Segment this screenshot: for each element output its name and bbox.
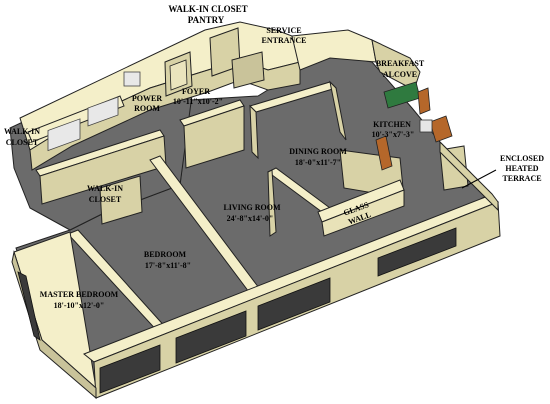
label-walk-in-center: WALK-IN (87, 184, 123, 193)
label-walk-in-closet-pantry: WALK-IN CLOSET PANTRY (168, 4, 247, 25)
label-enclosed: ENCLOSED (500, 154, 544, 163)
label-kitchen-name: KITCHEN (373, 120, 411, 129)
label-pantry: PANTRY (188, 15, 225, 25)
label-power-room: POWER ROOM (132, 94, 162, 113)
label-bedroom-name: BEDROOM (144, 250, 187, 259)
window-2 (175, 310, 247, 364)
left-wall-face (11, 250, 97, 400)
label-dining-name: DINING ROOM (289, 147, 347, 156)
label-foyer-size: 10'-11"x10'-2" (173, 97, 223, 106)
right-wall-face (439, 140, 499, 212)
cabinet-2 (375, 135, 393, 171)
label-foyer: FOYER 10'-11"x10'-2" (173, 87, 223, 106)
wall-dining-face (249, 104, 259, 160)
label-alcove: ALCOVE (383, 70, 417, 79)
window-1 (99, 344, 161, 394)
terrace-pointer-line (461, 169, 497, 189)
label-terrace: TERRACE (502, 174, 541, 183)
sink-power-room (123, 71, 141, 87)
window-left (17, 271, 41, 341)
label-walk-in-closet-center: WALK-IN CLOSET (87, 184, 123, 204)
label-room: ROOM (134, 104, 160, 113)
label-master-bedroom: MASTER BEDROOM 18'-10"x12'-0" (40, 290, 119, 310)
label-breakfast-alcove: BREAKFAST ALCOVE (376, 59, 425, 79)
stove (419, 119, 433, 133)
label-closet-center: CLOSET (89, 195, 122, 204)
wall-foyer-face (183, 105, 245, 169)
label-service: SERVICE (266, 26, 301, 35)
wall-center-closet (99, 175, 143, 225)
label-breakfast: BREAKFAST (376, 59, 425, 68)
cabinet-3 (429, 115, 453, 143)
wall-dining-right (329, 80, 347, 141)
label-master-size: 18'-10"x12'-0" (54, 301, 105, 310)
label-service-entrance: SERVICE ENTRANCE (262, 26, 307, 45)
glass-wall-face (321, 189, 405, 237)
label-bedroom-size: 17'-8"x11'-8" (145, 261, 191, 270)
pantry-door (169, 59, 188, 91)
label-master-name: MASTER BEDROOM (40, 290, 119, 299)
label-entrance: ENTRANCE (262, 36, 307, 45)
label-dining-size: 18'-0"x11'-7" (295, 158, 341, 167)
label-kitchen-size: 10'-3"x7'-3" (372, 130, 415, 139)
window-4 (377, 227, 457, 277)
label-kitchen: KITCHEN 10'-3"x7'-3" (372, 120, 415, 139)
window-3 (257, 277, 331, 331)
wall-living-dining-face (267, 169, 277, 237)
label-walk-in-closet-left: WALK-IN CLOSET (4, 127, 40, 147)
label-foyer-name: FOYER (182, 87, 210, 96)
label-closet-left: CLOSET (6, 138, 39, 147)
label-walk-in-closet: WALK-IN CLOSET (168, 4, 247, 14)
tub-left (47, 118, 81, 152)
cabinet-1 (417, 87, 431, 115)
label-bedroom: BEDROOM 17'-8"x11'-8" (144, 250, 191, 270)
label-living-size: 24'-8"x14'-0" (227, 214, 274, 223)
label-enclosed-terrace: ENCLOSED HEATED TERRACE (500, 154, 544, 183)
label-dining-room: DINING ROOM 18'-0"x11'-7" (289, 147, 347, 167)
label-living-name: LIVING ROOM (223, 203, 281, 212)
label-living-room: LIVING ROOM 24'-8"x14'-0" (223, 203, 281, 223)
label-power: POWER (132, 94, 162, 103)
tub-right (87, 96, 119, 127)
label-heated: HEATED (505, 164, 538, 173)
label-walk-in-left: WALK-IN (4, 127, 40, 136)
closet-box-2 (231, 51, 265, 89)
